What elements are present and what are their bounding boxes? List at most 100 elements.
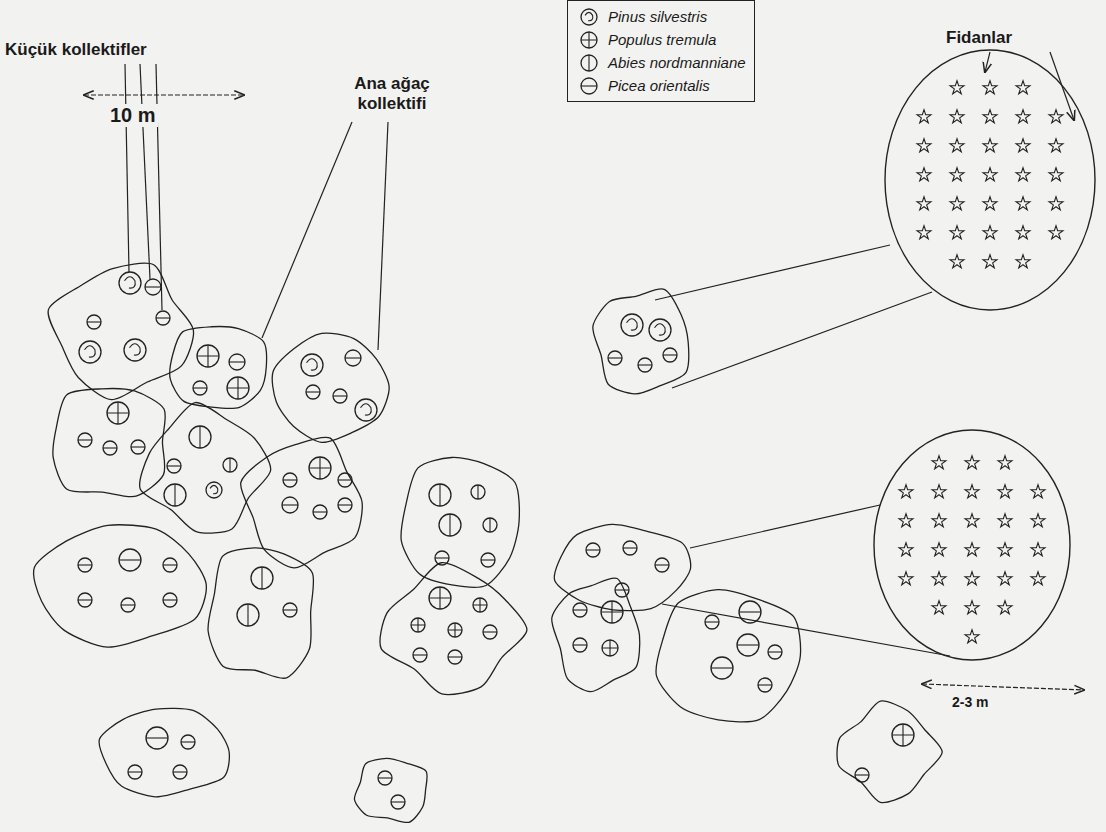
tree-crown [282, 497, 298, 513]
seedling-symbol [1049, 139, 1063, 152]
legend-symbol [578, 52, 600, 74]
tree-mark [413, 654, 427, 655]
seedling-symbol [983, 139, 997, 152]
tree-mark [146, 737, 168, 738]
seedling-symbol [983, 81, 997, 94]
tree-crown [163, 558, 177, 572]
tree-mark [333, 395, 347, 396]
tree-crown [333, 389, 347, 403]
leader-arrow [985, 52, 990, 72]
tree-mark [197, 345, 219, 367]
tree-crown [768, 645, 782, 659]
tree-crown [173, 765, 187, 779]
legend-row: Abies nordmanniane [578, 51, 748, 74]
tree-mark [125, 277, 136, 288]
tree-crown [355, 399, 377, 421]
tree-crown [448, 650, 462, 664]
seedling-symbol [899, 543, 913, 556]
tree-mark [573, 644, 587, 645]
seedling-symbol [965, 456, 979, 469]
tree-mark [338, 479, 352, 480]
legend-row: Picea orientalis [578, 74, 748, 97]
tree-crown [124, 339, 146, 361]
tree-mark [131, 446, 145, 447]
tree-crown [378, 771, 392, 785]
tree-crown [483, 518, 497, 532]
tree-crown [429, 484, 451, 506]
tree-crown [103, 441, 117, 455]
seedling-area [874, 430, 1070, 660]
tree-mark [429, 587, 451, 609]
seedling-symbol [932, 601, 946, 614]
tree-crown [411, 618, 425, 632]
tree-mark [210, 485, 218, 493]
legend-text: Pinus silvestris [608, 8, 707, 25]
collectives [34, 81, 1063, 823]
tree-crown [705, 615, 719, 629]
tree-collective [380, 563, 527, 695]
seedling-symbol [1049, 226, 1063, 239]
tree-mark [261, 567, 262, 589]
tree-mark [78, 564, 92, 565]
seedling-symbol [899, 514, 913, 527]
tree-mark [586, 549, 600, 550]
tree-crown [655, 558, 669, 572]
leader-line [378, 122, 388, 350]
tree-crown [223, 458, 237, 472]
seedling-symbol [1031, 485, 1045, 498]
tree-collective [554, 524, 690, 610]
tree-crown [167, 459, 181, 473]
seedling-symbol [917, 168, 931, 181]
tree-mark [602, 640, 618, 656]
seedling-symbol [1031, 543, 1045, 556]
tree-mark [663, 354, 677, 355]
zoom-line [690, 505, 880, 548]
tree-mark [307, 359, 318, 370]
tree-mark [181, 741, 195, 742]
seedling-symbol [998, 514, 1012, 527]
tree-mark [581, 85, 597, 86]
tree-crown [145, 279, 161, 295]
tree-crown [429, 587, 451, 609]
leader-line [125, 64, 129, 272]
tree-crown [608, 351, 622, 365]
tree-mark [87, 321, 101, 322]
tree-crown [663, 348, 677, 362]
seedling-symbol [932, 514, 946, 527]
tree-crown [78, 433, 92, 447]
tree-mark [107, 402, 129, 424]
collective-outline [837, 701, 942, 803]
seedling-symbol [1049, 168, 1063, 181]
seedling-symbol [950, 255, 964, 268]
tree-mark [448, 623, 462, 637]
seedling-symbol [1016, 139, 1030, 152]
tree-mark [627, 319, 638, 330]
seedling-symbol [965, 485, 979, 498]
tree-mark [119, 559, 141, 560]
seedling-symbol [917, 226, 931, 239]
tree-crown [78, 593, 92, 607]
tree-mark [227, 377, 249, 399]
tree-mark [477, 485, 478, 499]
collective-outline [53, 389, 165, 497]
tree-collective [48, 263, 193, 400]
tree-crown [338, 498, 352, 512]
tree-crown [581, 78, 597, 94]
tree-mark [655, 324, 666, 335]
tree-crown [119, 272, 141, 294]
tree-crown [227, 377, 249, 399]
seedling-symbol [965, 543, 979, 556]
tree-crown [189, 426, 211, 448]
tree-crown [413, 648, 427, 662]
tree-crown [739, 601, 761, 623]
tree-mark [130, 344, 141, 355]
tree-crown [638, 358, 652, 372]
seedling-symbol [965, 601, 979, 614]
seedling-symbol [950, 197, 964, 210]
tree-mark [282, 504, 298, 505]
seedling-symbol [932, 543, 946, 556]
legend-text: Abies nordmanniane [608, 54, 746, 71]
tree-crown [623, 541, 637, 555]
tree-crown [758, 678, 772, 692]
